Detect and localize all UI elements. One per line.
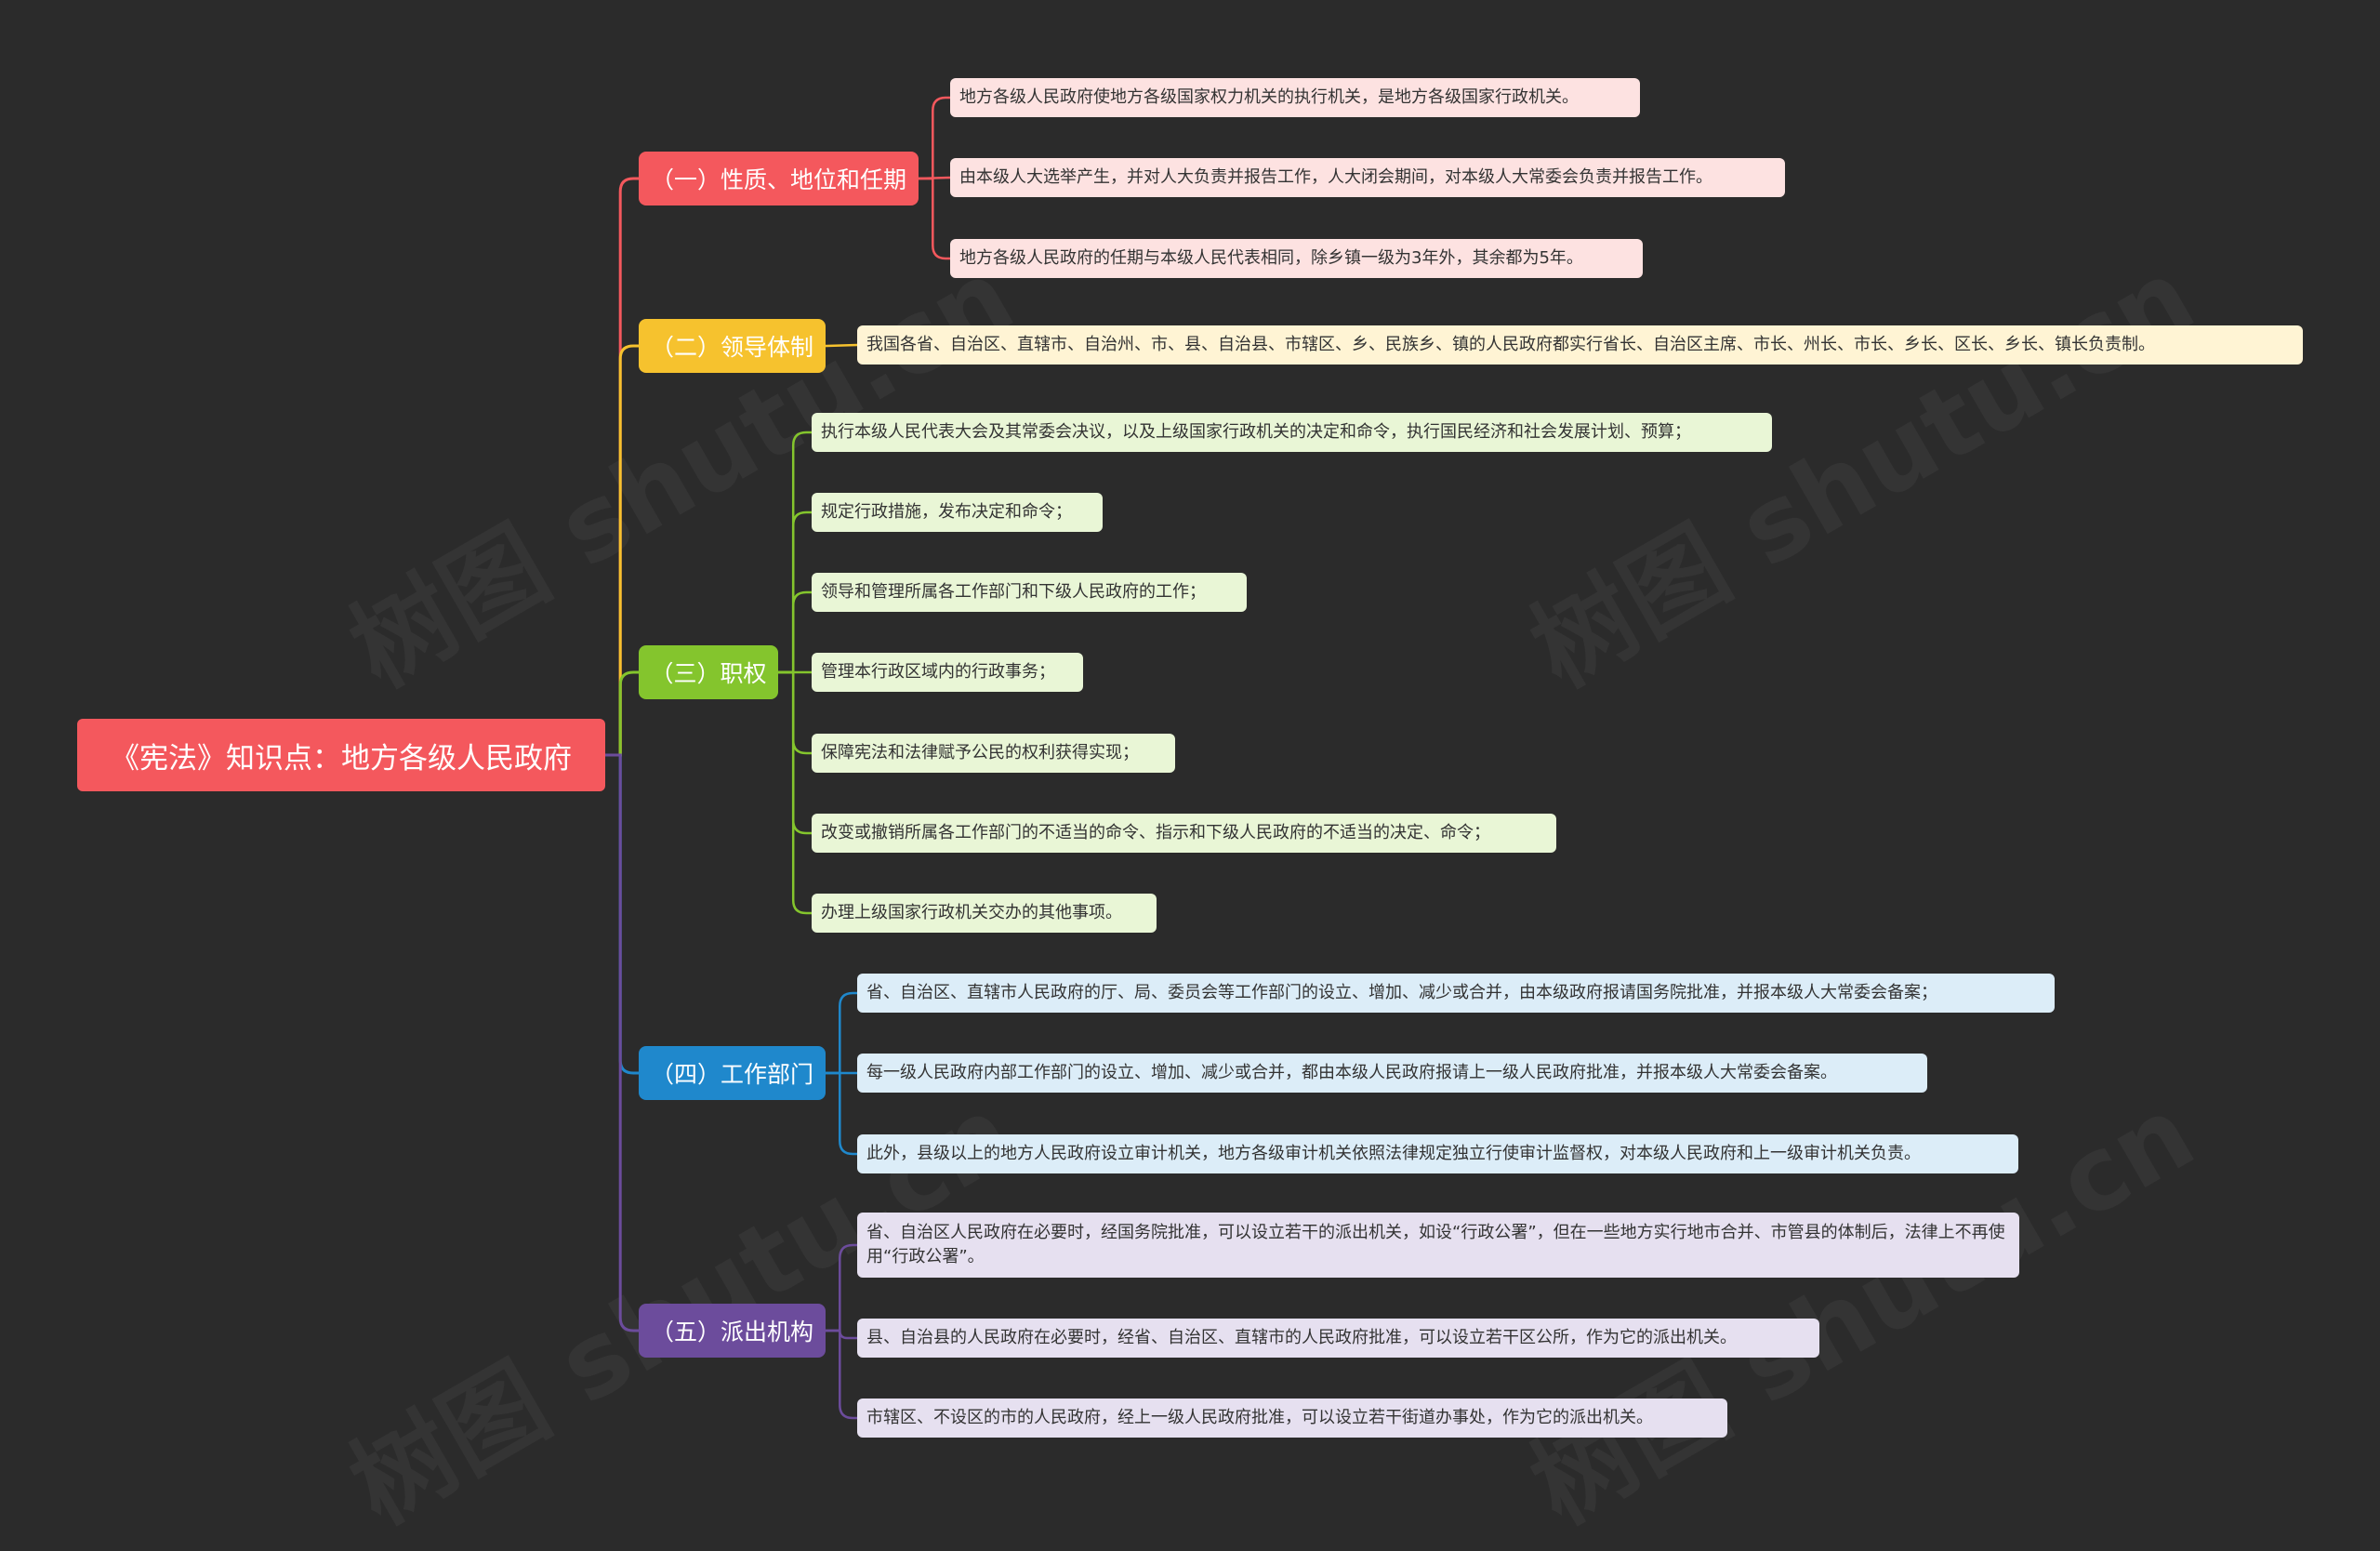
connector-branch-leaf bbox=[776, 670, 813, 755]
connector-branch-leaf bbox=[824, 1329, 859, 1420]
branch-nature-status-term[interactable]: （一）性质、地位和任期 bbox=[639, 152, 919, 205]
branch-dispatched-agencies[interactable]: （五）派出机构 bbox=[639, 1304, 826, 1358]
connector-branch-leaf bbox=[776, 431, 813, 674]
branch-powers[interactable]: （三）职权 bbox=[639, 645, 778, 699]
connector-branch-leaf bbox=[776, 670, 813, 915]
branch-label: （二）领导体制 bbox=[650, 334, 813, 361]
leaf-topic[interactable]: 管理本行政区域内的行政事务； bbox=[812, 653, 1083, 692]
leaf-topic[interactable]: 改变或撤销所属各工作部门的不适当的命令、指示和下级人民政府的不适当的决定、命令； bbox=[812, 814, 1556, 853]
connector-root-branch bbox=[603, 344, 641, 757]
connector-branch-leaf bbox=[824, 991, 859, 1075]
branch-label: （三）职权 bbox=[650, 660, 767, 687]
leaf-text: 管理本行政区域内的行政事务； bbox=[821, 662, 1055, 682]
leaf-text: 由本级人大选举产生，并对人大负责并报告工作，人大闭会期间，对本级人大常委会负责并… bbox=[959, 167, 1712, 187]
leaf-text: 省、自治区、直辖市人民政府的厅、局、委员会等工作部门的设立、增加、减少或合并，由… bbox=[866, 983, 1937, 1002]
connector-branch-leaf bbox=[824, 343, 859, 348]
branch-label: （四）工作部门 bbox=[650, 1061, 813, 1088]
leaf-topic[interactable]: 地方各级人民政府的任期与本级人民代表相同，除乡镇一级为3年外，其余都为5年。 bbox=[950, 239, 1643, 278]
leaf-topic[interactable]: 县、自治县的人民政府在必要时，经省、自治区、直辖市的人民政府批准，可以设立若干区… bbox=[857, 1319, 1819, 1358]
leaf-text: 市辖区、不设区的市的人民政府，经上一级人民政府批准，可以设立若干街道办事处，作为… bbox=[866, 1408, 1653, 1427]
leaf-topic[interactable]: 由本级人大选举产生，并对人大负责并报告工作，人大闭会期间，对本级人大常委会负责并… bbox=[950, 158, 1785, 197]
mindmap-canvas: 树图 shutu.cn 树图 shutu.cn 树图 shutu.cn 树图 s… bbox=[77, 78, 2303, 1438]
connector-branch-leaf bbox=[776, 590, 813, 674]
leaf-text: 执行本级人民代表大会及其常委会决议，以及上级国家行政机关的决定和命令，执行国民经… bbox=[821, 422, 1691, 442]
leaf-text: 我国各省、自治区、直辖市、自治州、市、县、自治县、市辖区、乡、民族乡、镇的人民政… bbox=[866, 335, 2155, 354]
leaf-text: 办理上级国家行政机关交办的其他事项。 bbox=[821, 903, 1122, 922]
leaf-topic[interactable]: 规定行政措施，发布决定和命令； bbox=[812, 493, 1103, 532]
leaf-topic[interactable]: 办理上级国家行政机关交办的其他事项。 bbox=[812, 894, 1157, 933]
leaf-topic[interactable]: 每一级人民政府内部工作部门的设立、增加、减少或合并，都由本级人民政府报请上一级人… bbox=[857, 1054, 1927, 1093]
leaf-topic[interactable]: 领导和管理所属各工作部门和下级人民政府的工作； bbox=[812, 573, 1247, 612]
connector-root-branch bbox=[603, 670, 641, 757]
leaf-topic[interactable]: 此外，县级以上的地方人民政府设立审计机关，地方各级审计机关依照法律规定独立行使审… bbox=[857, 1134, 2018, 1173]
connector-branch-leaf bbox=[776, 510, 813, 674]
leaf-text: 保障宪法和法律赋予公民的权利获得实现； bbox=[821, 743, 1139, 762]
branch-label: （五）派出机构 bbox=[650, 1319, 813, 1346]
leaf-topic[interactable]: 我国各省、自治区、直辖市、自治州、市、县、自治县、市辖区、乡、民族乡、镇的人民政… bbox=[857, 325, 2303, 365]
leaf-text: 地方各级人民政府使地方各级国家权力机关的执行机关，是地方各级国家行政机关。 bbox=[959, 87, 1579, 107]
leaf-text: 每一级人民政府内部工作部门的设立、增加、减少或合并，都由本级人民政府报请上一级人… bbox=[866, 1063, 1837, 1082]
connector-branch-leaf bbox=[824, 1071, 859, 1156]
connector-root-branch bbox=[603, 753, 641, 1332]
leaf-text: 领导和管理所属各工作部门和下级人民政府的工作； bbox=[821, 582, 1206, 602]
leaf-text: 地方各级人民政府的任期与本级人民代表相同，除乡镇一级为3年外，其余都为5年。 bbox=[959, 248, 1583, 268]
leaf-text: 改变或撤销所属各工作部门的不适当的命令、指示和下级人民政府的不适当的决定、命令； bbox=[821, 823, 1490, 842]
leaf-topic[interactable]: 执行本级人民代表大会及其常委会决议，以及上级国家行政机关的决定和命令，执行国民经… bbox=[812, 413, 1772, 452]
connector-lines bbox=[603, 96, 952, 1420]
leaf-text: 县、自治县的人民政府在必要时，经省、自治区、直辖市的人民政府批准，可以设立若干区… bbox=[866, 1328, 1737, 1347]
branch-leadership-system[interactable]: （二）领导体制 bbox=[639, 319, 826, 373]
leaf-topic[interactable]: 保障宪法和法律赋予公民的权利获得实现； bbox=[812, 734, 1175, 773]
leaf-topic[interactable]: 省、自治区、直辖市人民政府的厅、局、委员会等工作部门的设立、增加、减少或合并，由… bbox=[857, 974, 2055, 1013]
leaf-text: 此外，县级以上的地方人民政府设立审计机关，地方各级审计机关依照法律规定独立行使审… bbox=[866, 1144, 1921, 1163]
branch-work-departments[interactable]: （四）工作部门 bbox=[639, 1046, 826, 1100]
leaf-text: 规定行政措施，发布决定和命令； bbox=[821, 502, 1072, 522]
connector-branch-leaf bbox=[917, 177, 952, 260]
leaf-topic[interactable]: 市辖区、不设区的市的人民政府，经上一级人民政府批准，可以设立若干街道办事处，作为… bbox=[857, 1399, 1727, 1438]
leaf-topic[interactable]: 省、自治区人民政府在必要时，经国务院批准，可以设立若干的派出机关，如设“行政公署… bbox=[857, 1213, 2019, 1278]
connector-root-branch bbox=[603, 177, 641, 757]
root-topic[interactable]: 《宪法》知识点：地方各级人民政府 bbox=[77, 719, 605, 791]
connector-root-branch bbox=[603, 753, 641, 1075]
root-topic-label: 《宪法》知识点：地方各级人民政府 bbox=[111, 741, 572, 776]
branch-label: （一）性质、地位和任期 bbox=[650, 166, 906, 193]
leaf-text: 省、自治区人民政府在必要时，经国务院批准，可以设立若干的派出机关，如设“行政公署… bbox=[866, 1223, 2005, 1266]
leaf-topic[interactable]: 地方各级人民政府使地方各级国家权力机关的执行机关，是地方各级国家行政机关。 bbox=[950, 78, 1640, 117]
connector-branch-leaf bbox=[917, 96, 952, 180]
connector-branch-leaf bbox=[824, 1243, 859, 1332]
